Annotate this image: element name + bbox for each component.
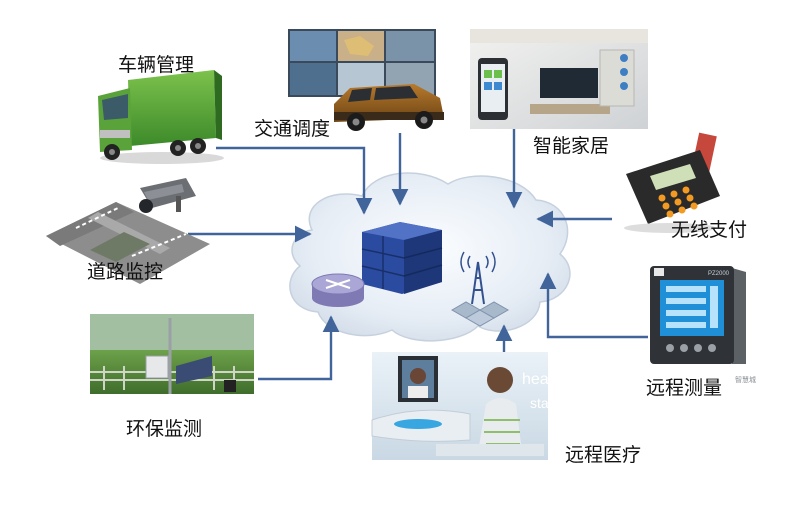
medical-screen-text-2: sta	[530, 395, 549, 411]
server-stack-icon	[361, 222, 443, 294]
antenna-tower-icon	[450, 251, 510, 327]
label-road-monitoring: 道路监控	[87, 261, 164, 283]
road-monitoring-image	[46, 178, 210, 284]
label-remote-medical: 远程医疗	[565, 444, 642, 466]
router-icon	[311, 273, 365, 307]
label-environment-monitoring: 环保监测	[126, 418, 203, 440]
label-vehicle-management: 车辆管理	[118, 54, 195, 76]
label-smart-home: 智能家居	[533, 135, 610, 157]
remote-medical-image	[371, 352, 548, 460]
medical-screen-text-1: heal	[522, 371, 552, 388]
environment-station-image	[90, 314, 254, 394]
truck-image	[98, 70, 224, 164]
label-remote-measurement: 远程测量	[646, 377, 723, 399]
pos-terminal-image	[624, 132, 720, 233]
connection-arrows	[188, 120, 648, 381]
power-meter-image	[650, 266, 746, 364]
traffic-dispatch-image	[288, 29, 444, 131]
watermark: 智慧城	[735, 376, 756, 384]
smart-home-image	[470, 29, 648, 129]
label-wireless-payment: 无线支付	[671, 219, 748, 241]
meter-brand-text: PZ2000	[708, 271, 730, 277]
label-traffic-dispatch: 交通调度	[254, 118, 331, 140]
